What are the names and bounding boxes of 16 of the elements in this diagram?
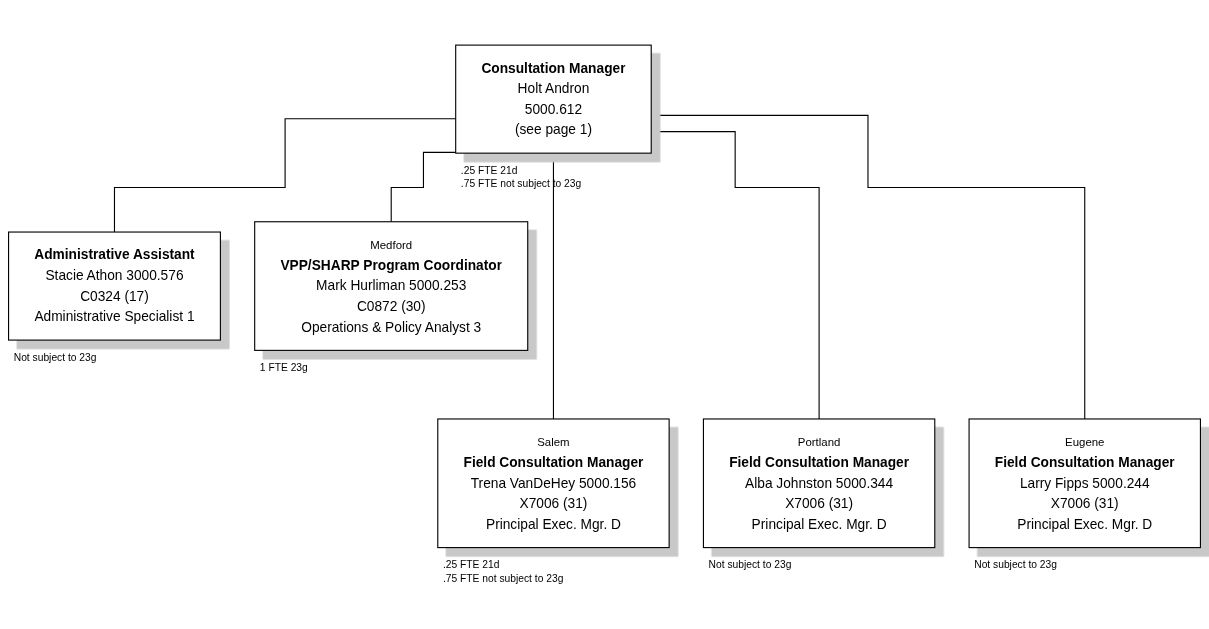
connector: [390, 151, 457, 223]
node-box: Portland Field Consultation Manager Alba Johnston 5000.344 X7006 (31) Principal Exec. Mgr. D: [702, 418, 936, 549]
note-text: .25 FTE 21d: [442, 559, 500, 571]
note-text: .25 FTE 21d: [460, 164, 518, 176]
note-text: Not subject to 23g: [13, 351, 97, 363]
note-text: Not subject to 23g: [708, 559, 792, 571]
connector: [552, 152, 554, 420]
node-box: Salem Field Consultation Manager Trena VanDeHey 5000.156 X7006 (31) Principal Exec. Mgr. D: [437, 418, 670, 549]
node-box: Administrative Assistant Stacie Athon 3000.576 C0324 (17) Administrative Specialist 1: [8, 231, 221, 341]
node-box: Consultation Manager Holt Andron 5000.612 (see page 1): [455, 44, 652, 154]
note-text: .75 FTE not subject to 23g: [442, 572, 564, 584]
note-text: 1 FTE 23g: [259, 361, 308, 373]
node-box: Eugene Field Consultation Manager Larry Fipps 5000.244 X7006 (31) Principal Exec. Mgr. D: [968, 418, 1201, 549]
node-box: Medford VPP/SHARP Program Coordinator Mark Hurliman 5000.253 C0872 (30) Operations & Policy Analyst 3: [254, 221, 529, 351]
connector: [113, 118, 457, 233]
note-text: Not subject to 23g: [974, 559, 1057, 571]
